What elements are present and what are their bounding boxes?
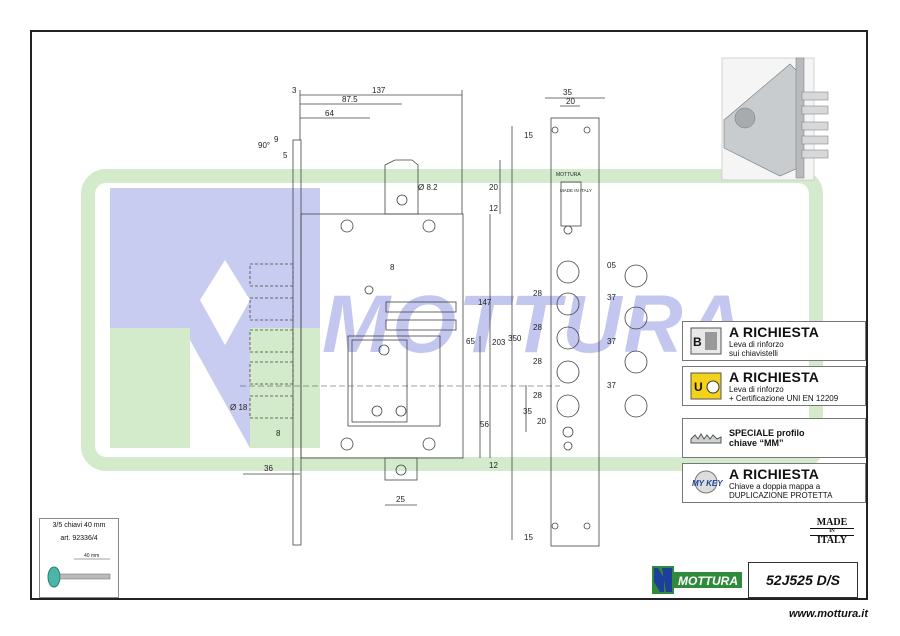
dim-37-c: 37 [607,381,616,390]
bolt-spacing-3: 28 [533,357,542,366]
drawing-sheet-border [30,30,868,600]
article-number: art. 92336/4 [60,535,98,542]
dim-35-face: 35 [563,88,572,97]
svg-text:U: U [694,380,703,394]
dim-15-bottom: 15 [524,533,533,542]
dim-3: 3 [292,86,297,95]
mottura-logo: MOTTURA [650,560,745,600]
dim-angle-90: 90° [258,141,270,150]
faceplate-brand: MOTTURA [556,172,581,178]
dim-5: 5 [283,151,288,160]
svg-text:B: B [693,335,702,349]
brand-name: MOTTURA [678,574,738,588]
dim-36: 36 [264,464,273,473]
key-count-text: 3/5 chiavi 40 mm [52,522,106,529]
my-key-icon: MY KEY [692,470,723,494]
option-title: A RICHIESTA [729,369,820,385]
option-title: A RICHIESTA [729,324,820,340]
key-profile-icon [690,433,722,444]
dim-350: 350 [508,334,522,343]
dim-137: 137 [372,86,386,95]
svg-text:40 mm: 40 mm [84,553,99,559]
faceplate-made: MADE IN ITALY [560,188,592,193]
dim-203: 203 [492,338,506,347]
svg-text:MY KEY: MY KEY [692,479,723,488]
dim-56: 56 [480,420,489,429]
option-title: A RICHIESTA [729,466,820,482]
key-info-box: 3/5 chiavi 40 mm art. 92336/4 40 mm [39,518,119,598]
lever-icon: B [690,327,722,355]
bolt-spacing-1: 28 [533,289,542,298]
certification-icon: U [690,372,722,400]
dim-35: 35 [523,407,532,416]
dim-20-lower: 20 [537,417,546,426]
dim-8-lower: 8 [276,429,281,438]
product-photo [721,57,829,181]
website-url: www.mottura.it [788,608,868,620]
dim-37-b: 37 [607,337,616,346]
dim-147: 147 [478,298,492,307]
dim-64: 64 [325,109,334,118]
watermark-brand-text: MOTTURA [322,279,746,370]
option-panel-my-key: MY KEY A RICHIESTA Chiave a doppia mappa… [682,463,866,503]
dim-12-top: 12 [489,204,498,213]
made-in-italy-mark: MADE IN ITALY [810,518,854,546]
dim-square-8: 8 [390,263,395,272]
dim-hole-18: Ø 18 [230,403,248,412]
key-icon: 40 mm [47,553,111,588]
dim-12-bottom: 12 [489,461,498,470]
dim-hole-8-2: Ø 8.2 [418,183,438,192]
dim-25: 25 [396,495,405,504]
model-code: 52J525 D/S [748,562,858,598]
dim-20: 20 [489,183,498,192]
dim-15-top: 15 [524,131,533,140]
watermark-logo [81,169,823,471]
dim-20-face: 20 [566,97,575,106]
bolt-spacing-2: 28 [533,323,542,332]
dim-05: 05 [607,261,616,270]
dim-9: 9 [274,135,279,144]
bolt-spacing-4: 28 [533,391,542,400]
dim-65: 65 [466,337,475,346]
option-panel-certification: U A RICHIESTA Leva di rinforzo+ Certific… [682,366,866,406]
dim-37-a: 37 [607,293,616,302]
option-subtitle: Leva di rinforzo+ Certificazione UNI EN … [729,385,839,403]
dim-87-5: 87.5 [342,95,358,104]
